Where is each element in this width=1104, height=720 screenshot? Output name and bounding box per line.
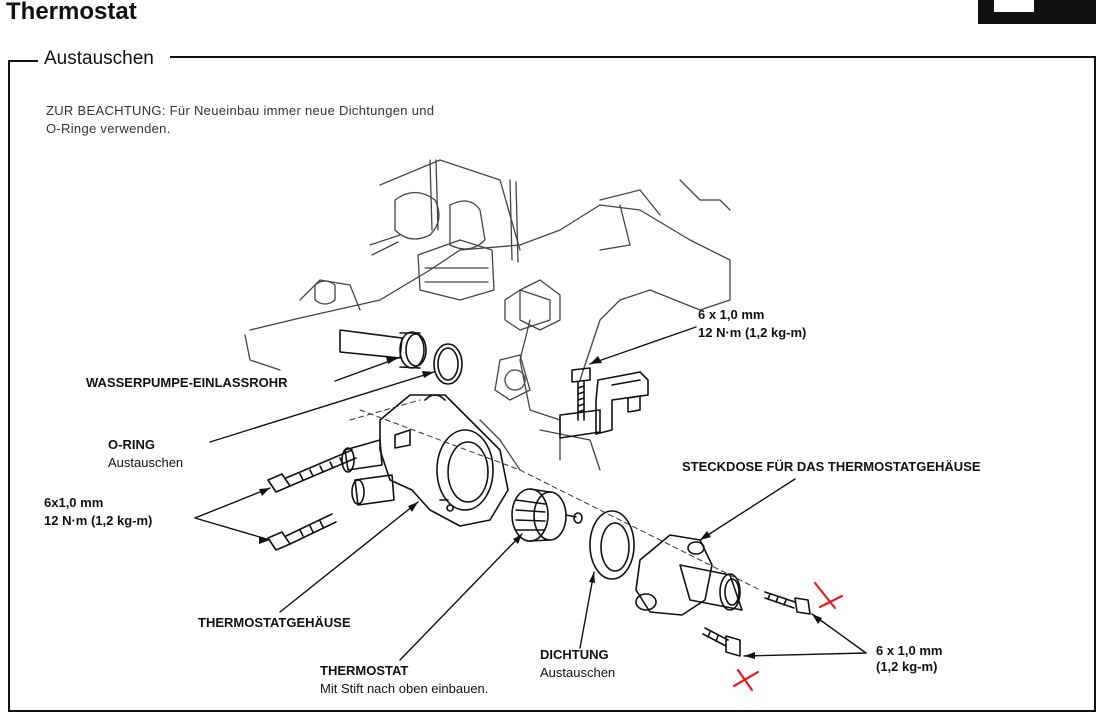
o-ring: [433, 343, 463, 385]
red-cross-mark-upper: [813, 581, 844, 610]
label-thermostat-housing: THERMOSTATGEHÄUSE: [198, 615, 351, 630]
frame-left: [8, 60, 10, 712]
frame-top-right: [170, 56, 1096, 58]
bolt-left-lower: [267, 513, 337, 551]
section-title: Austauschen: [42, 48, 156, 70]
bolt-right-upper: [764, 591, 811, 615]
label-bolt-left-torque: 12 N·m (1,2 kg-m): [44, 513, 153, 528]
label-gasket: DICHTUNG: [540, 647, 609, 662]
label-bolt-top-spec: 6 x 1,0 mm: [698, 307, 765, 322]
leader-arrowheads: [259, 356, 822, 659]
bracket: [559, 371, 649, 439]
note-line-1: ZUR BEACHTUNG: Für Neueinbau immer neue …: [46, 103, 435, 118]
label-water-pump-pipe: WASSERPUMPE-EINLASSROHR: [86, 375, 288, 390]
label-gasket-action: Austauschen: [540, 665, 616, 680]
gasket: [589, 510, 635, 580]
label-bolt-left-spec: 6x1,0 mm: [44, 495, 104, 510]
frame-right: [1094, 56, 1096, 712]
thermostat-socket: [635, 534, 743, 616]
thermostat: [511, 488, 583, 542]
label-thermostat: THERMOSTAT: [320, 663, 409, 678]
thermostat-housing: [341, 394, 509, 527]
page-title: Thermostat: [6, 0, 137, 25]
frame-top-left: [8, 60, 38, 62]
label-housing-socket: STECKDOSE FÜR DAS THERMOSTATGEHÄUSE: [682, 459, 981, 474]
bolt-left-upper: [267, 449, 357, 493]
label-bolt-right-spec: 6 x 1,0 mm: [876, 643, 943, 658]
label-o-ring-action: Austauschen: [108, 455, 184, 470]
water-pump-inlet-pipe: [339, 329, 427, 369]
note-line-2: O-Ringe verwenden.: [46, 121, 171, 136]
label-thermostat-note: Mit Stift nach oben einbauen.: [320, 681, 489, 696]
label-o-ring: O-RING: [108, 437, 155, 452]
note: ZUR BEACHTUNG: Für Neueinbau immer neue …: [46, 102, 566, 138]
frame-bottom: [8, 710, 1096, 712]
label-bolt-top-torque: 12 N·m (1,2 kg-m): [698, 325, 807, 340]
red-cross-mark-lower: [732, 668, 760, 692]
leader-lines: [194, 326, 867, 661]
bolt-right-lower: [702, 627, 741, 657]
label-bolt-right-torque: (1,2 kg-m): [876, 659, 938, 674]
section-tab-icon: [978, 0, 1096, 24]
assembly-axis: [349, 399, 761, 591]
engine-block-outline: [244, 159, 731, 471]
bolt-top: [571, 367, 591, 421]
